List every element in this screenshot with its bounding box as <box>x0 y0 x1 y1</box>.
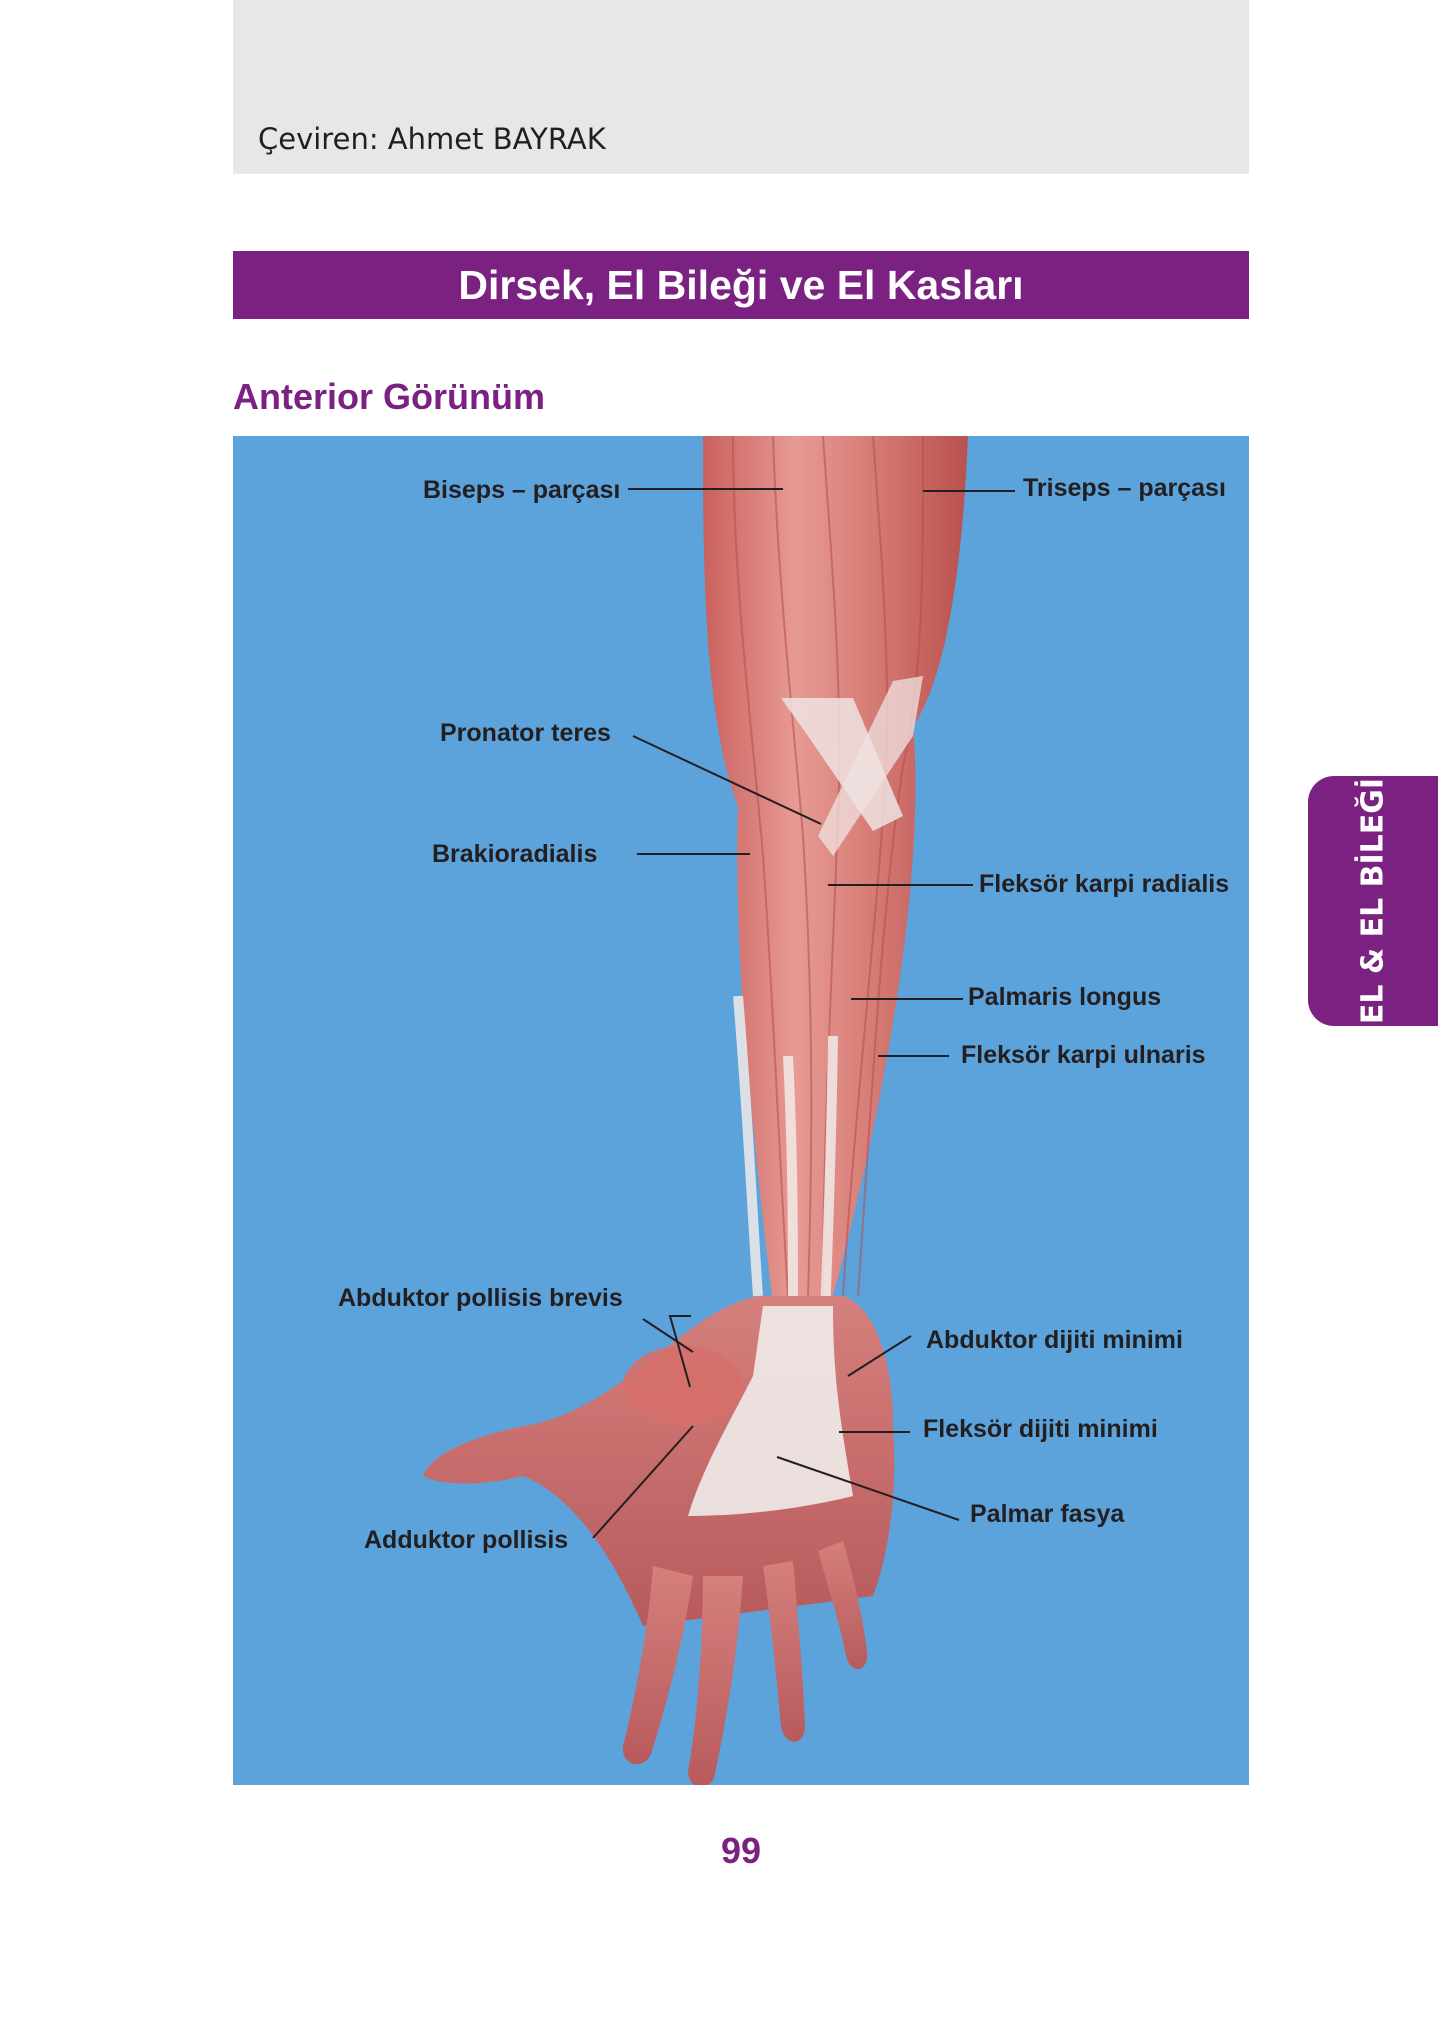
leader-palmar-fascia <box>776 1456 960 1521</box>
bicipital-aponeurosis <box>781 698 903 831</box>
translator-credit: Çeviren: Ahmet BAYRAK <box>258 122 606 156</box>
label-pronator-teres: Pronator teres <box>440 719 611 747</box>
label-abductor-digiti-minimi: Abduktor dijiti minimi <box>926 1326 1183 1354</box>
leader-abductor-pollicis-brevis <box>668 1315 691 1388</box>
section-subtitle: Anterior Görünüm <box>233 376 545 417</box>
page-title: Dirsek, El Bileği ve El Kasları <box>458 261 1024 308</box>
little-finger <box>818 1541 868 1670</box>
label-brachioradialis: Brakioradialis <box>432 840 598 868</box>
label-triceps: Triseps – parçası <box>1023 474 1226 502</box>
leader-adductor-pollicis <box>592 1425 694 1539</box>
leader-abductor-digiti-minimi <box>847 1335 912 1377</box>
page-number: 99 <box>720 1830 762 1871</box>
label-biceps: Biseps – parçası <box>423 476 621 504</box>
label-flexor-carpi-ulnaris: Fleksör karpi ulnaris <box>961 1041 1206 1069</box>
chapter-tab: EL & EL BİLEĞİ <box>1308 776 1438 1026</box>
forearm-illustration <box>423 436 1015 1785</box>
leader-pronator-teres <box>632 735 822 825</box>
anatomy-figure: Biseps – parçası Triseps – parçası Prona… <box>233 436 1249 1785</box>
chapter-tab-label: EL & EL BİLEĞİ <box>1355 777 1391 1025</box>
label-flexor-digiti-minimi: Fleksör dijiti minimi <box>923 1415 1158 1443</box>
title-bar: Dirsek, El Bileği ve El Kasları <box>233 251 1249 319</box>
label-flexor-carpi-radialis: Fleksör karpi radialis <box>979 870 1230 898</box>
middle-finger <box>688 1576 743 1785</box>
label-abductor-pollicis-brevis: Abduktor pollisis brevis <box>338 1284 623 1312</box>
label-adductor-pollicis: Adduktor pollisis <box>364 1526 569 1554</box>
ring-finger <box>763 1561 805 1742</box>
label-palmar-fascia: Palmar fasya <box>970 1500 1125 1528</box>
palmar-fascia-shape <box>688 1306 853 1516</box>
thenar-muscles <box>623 1346 743 1426</box>
index-finger <box>622 1566 693 1765</box>
header-box <box>233 0 1249 174</box>
label-palmaris-longus: Palmaris longus <box>968 983 1162 1011</box>
